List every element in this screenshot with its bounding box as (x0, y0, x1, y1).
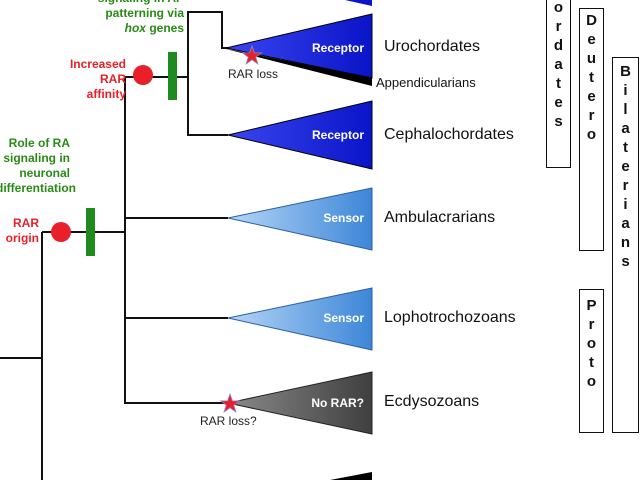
partial-bottom-triangle (330, 472, 372, 480)
note-line: affinity (86, 87, 126, 101)
ecdysozoan-branch (124, 362, 228, 404)
group-letter: t (556, 75, 561, 92)
red-circle-marker-origin (51, 222, 71, 242)
group-letter: B (620, 63, 631, 80)
group-letter: s (621, 253, 630, 270)
ap-patterning-text: signaling in AP patterning via (98, 0, 184, 20)
deuterostome-branch (124, 76, 188, 232)
group-letter: a (621, 120, 630, 137)
ambulacrarians-sensor-label: Sensor (323, 211, 364, 225)
taxon-ambulacrarians: Ambulacrarians (384, 209, 496, 226)
star-icon-rar-loss (241, 44, 263, 66)
appendicularians-wedge (222, 48, 372, 86)
group-letter: o (586, 335, 597, 352)
group-letter: a (621, 215, 630, 232)
group-letter: e (621, 158, 630, 175)
ambulacrarians-triangle (227, 187, 373, 251)
bilaterian-node (42, 231, 126, 362)
group-letter: e (554, 94, 563, 111)
group-letter: r (622, 177, 629, 194)
group-letter: t (589, 354, 594, 371)
ecdysozoans-no-rar-label: No RAR? (311, 396, 364, 410)
note-line: differentiation (0, 181, 76, 195)
lophotrochozoans-triangle (227, 287, 373, 351)
root-branch (0, 357, 43, 480)
cephalochordates-receptor-label: Receptor (311, 128, 364, 142)
red-circle-marker-affinity (133, 65, 153, 85)
group-letter: P (586, 297, 597, 314)
note-line: Role of RA (8, 136, 70, 150)
group-letter: o (553, 0, 564, 16)
group-letter: r (588, 107, 595, 124)
group-letter: s (554, 113, 563, 130)
taxon-ecdysozoans: Ecdysozoans (384, 393, 480, 410)
taxon-cephalochordates: Cephalochordates (384, 126, 514, 143)
rar-loss-label: RAR loss (228, 67, 279, 81)
taxon-lophotrochozoans: Lophotrochozoans (384, 309, 516, 326)
group-letter: t (589, 69, 594, 86)
ecdysozoans-triangle (227, 371, 373, 435)
ap-patterning-note: signaling in AP patterning via hox genes (62, 0, 184, 36)
taxon-appendicularians: Appendicularians (376, 75, 476, 90)
genes-text: genes (149, 21, 184, 35)
group-letter: d (553, 37, 564, 54)
star-icon-rar-loss-uncertain (219, 392, 241, 414)
lophotrochozoan-branch (124, 317, 228, 362)
rar-loss-uncertain-label: RAR loss? (200, 414, 257, 428)
urochordates-receptor-label: Receptor (311, 41, 364, 55)
ap-patterning-hox-line: hox genes (62, 21, 184, 36)
group-letter: a (554, 56, 563, 73)
group-letter: l (623, 101, 628, 118)
note-line: Increased (69, 57, 126, 71)
green-bar-marker-neuronal (86, 208, 95, 256)
hox-italic: hox (124, 21, 146, 35)
group-letter: t (623, 139, 628, 156)
group-letter: r (555, 18, 562, 35)
group-letter: D (586, 12, 597, 29)
group-letter: e (587, 31, 596, 48)
increased-rar-affinity-note: Increased RAR affinity (52, 57, 126, 102)
note-line: signaling in (3, 151, 70, 165)
note-line: origin (5, 231, 39, 245)
neuronal-differentiation-note: Role of RA signaling in neuronal differe… (0, 136, 76, 196)
urochordate-branch (187, 11, 228, 77)
group-letter: o (586, 373, 597, 390)
note-line: RAR (13, 216, 39, 230)
group-letter: u (586, 50, 597, 67)
cephalochordate-branch (187, 77, 228, 136)
partial-top-triangle (345, 0, 372, 6)
rar-origin-note: RAR origin (0, 216, 39, 246)
group-letter: r (588, 316, 595, 333)
group-letter: e (587, 88, 596, 105)
lophotrochozoans-sensor-label: Sensor (323, 311, 364, 325)
group-letter: n (620, 234, 631, 251)
taxon-urochordates: Urochordates (384, 38, 481, 55)
urochordates-triangle (225, 13, 373, 79)
cephalochordates-triangle (227, 100, 373, 170)
green-bar-marker-ap (168, 52, 177, 100)
note-line: neuronal (19, 166, 70, 180)
group-letter: o (586, 126, 597, 143)
group-letter: i (623, 82, 628, 99)
group-letter: i (623, 196, 628, 213)
note-line: RAR (100, 72, 126, 86)
